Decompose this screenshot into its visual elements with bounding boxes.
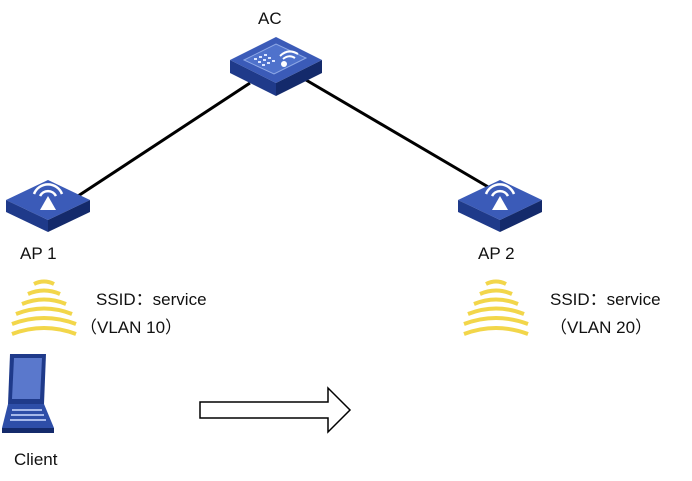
ap1-ssid-label: SSID：service — [96, 290, 207, 309]
ap2-label: AP 2 — [478, 244, 515, 263]
ap2-vlan-label: （VLAN 20） — [550, 318, 653, 337]
ap1-label: AP 1 — [20, 244, 57, 263]
wireless-controller-icon — [230, 37, 322, 96]
laptop-icon — [2, 354, 54, 433]
client-label: Client — [14, 450, 58, 469]
link-ac-ap2 — [305, 78, 491, 190]
wifi-signal-icon — [11, 279, 77, 336]
ap2-ssid-label: SSID：service — [550, 290, 661, 309]
ac-label: AC — [258, 9, 282, 28]
right-arrow-icon — [199, 386, 352, 434]
ap1-vlan-label: （VLAN 10） — [80, 318, 183, 337]
link-ac-ap1 — [77, 81, 251, 198]
wifi-signal-icon — [463, 279, 529, 336]
access-point-icon — [6, 180, 90, 232]
access-point-icon — [458, 180, 542, 232]
